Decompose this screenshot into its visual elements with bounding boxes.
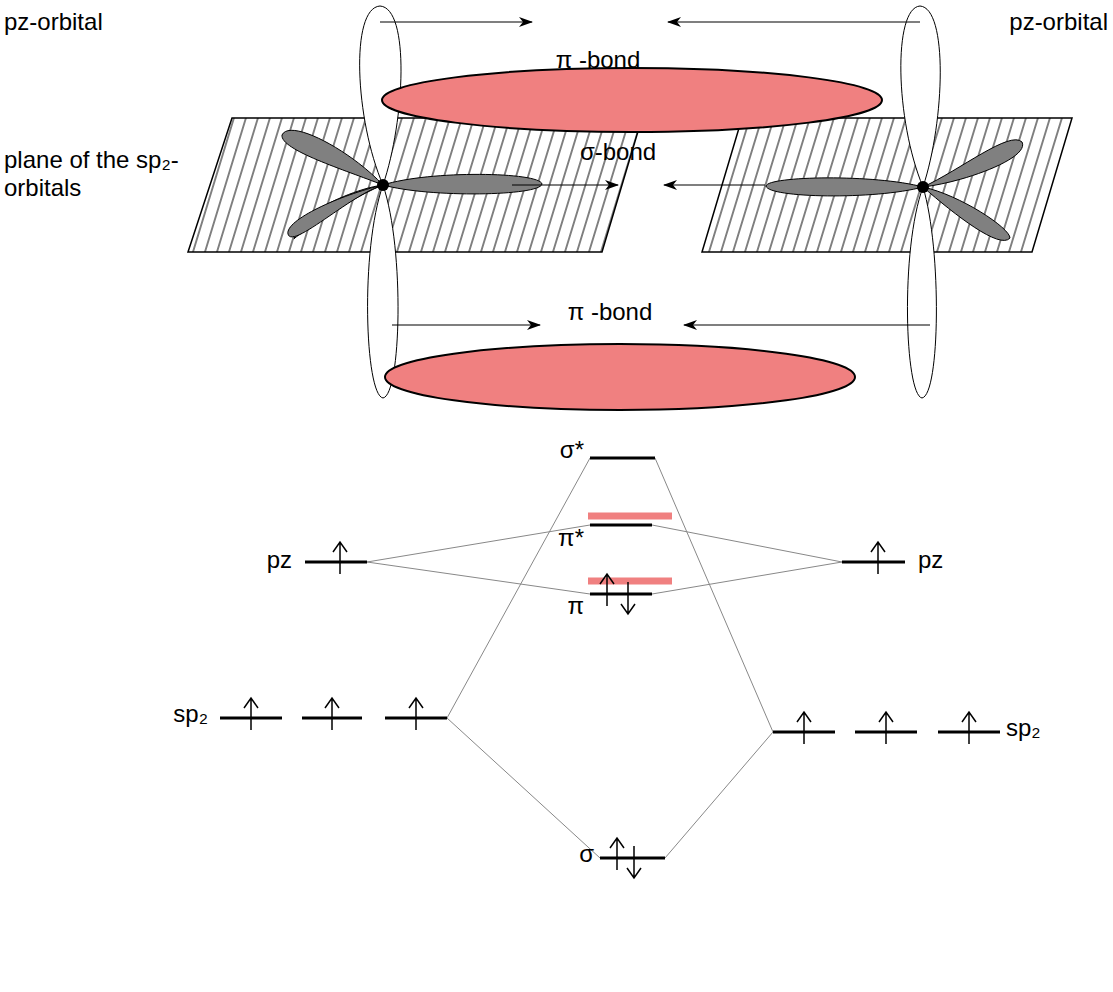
bond-name: σ-bond: [580, 138, 656, 166]
orbital-name: pz-orbital: [4, 8, 103, 36]
level-name: σ*: [560, 436, 584, 464]
bond-name: π -bond: [568, 298, 653, 326]
level-name: pz: [267, 546, 292, 574]
plane-name: plane of the sp₂-orbitals: [4, 146, 189, 201]
level-name: sp₂: [173, 700, 208, 728]
level-name: pz: [918, 546, 943, 574]
level-name: π*: [558, 524, 584, 552]
orbital-name: pz-orbital: [1009, 8, 1108, 36]
bond-name: π -bond: [556, 46, 641, 74]
level-name: σ: [579, 840, 594, 868]
level-name: π: [567, 592, 584, 620]
level-name: sp₂: [1006, 714, 1041, 742]
